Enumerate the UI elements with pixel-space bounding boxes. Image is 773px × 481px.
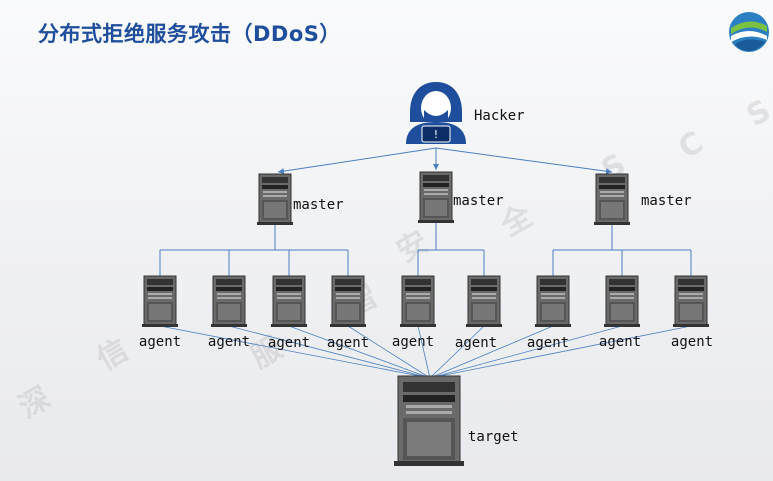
target-server-icon: [394, 375, 464, 466]
agent-label: agent: [454, 335, 498, 351]
master-label: master: [453, 193, 504, 209]
agent-server-icon: [270, 275, 308, 328]
agent-server-icon: [603, 275, 641, 328]
agent-label: agent: [526, 335, 570, 351]
agent-server-icon: [141, 275, 179, 328]
master-agent-links: [159, 222, 692, 276]
agent-label: agent: [391, 334, 435, 350]
page-title: 分布式拒绝服务攻击（DDoS）: [38, 22, 341, 46]
master-label: master: [293, 197, 344, 213]
sangfor-logo-icon: [729, 12, 769, 52]
agent-label: agent: [670, 334, 714, 350]
agent-label: agent: [138, 334, 182, 350]
agent-server-icon: [210, 275, 248, 328]
master-label: master: [641, 193, 692, 209]
link-hacker-master3: [435, 147, 613, 175]
agent-label: agent: [326, 335, 370, 351]
agent-label: agent: [598, 334, 642, 350]
target-label: target: [468, 429, 519, 445]
agent-server-icon: [534, 275, 572, 328]
agent-server-icon: [672, 275, 710, 328]
agent-label: agent: [267, 335, 311, 351]
agent-target-links: [159, 325, 692, 379]
master-server-icon: [256, 173, 294, 226]
link-hacker-master1: [277, 147, 437, 175]
agent-server-icon: [329, 275, 367, 328]
svg-text:!: !: [434, 128, 438, 141]
hacker-hood-icon: !: [406, 82, 466, 144]
master-server-icon: [417, 171, 455, 224]
hacker-label: Hacker: [474, 108, 525, 124]
agent-server-icon: [399, 275, 437, 328]
agent-server-icon: [465, 275, 503, 328]
agent-label: agent: [207, 334, 251, 350]
master-server-icon: [593, 173, 631, 226]
